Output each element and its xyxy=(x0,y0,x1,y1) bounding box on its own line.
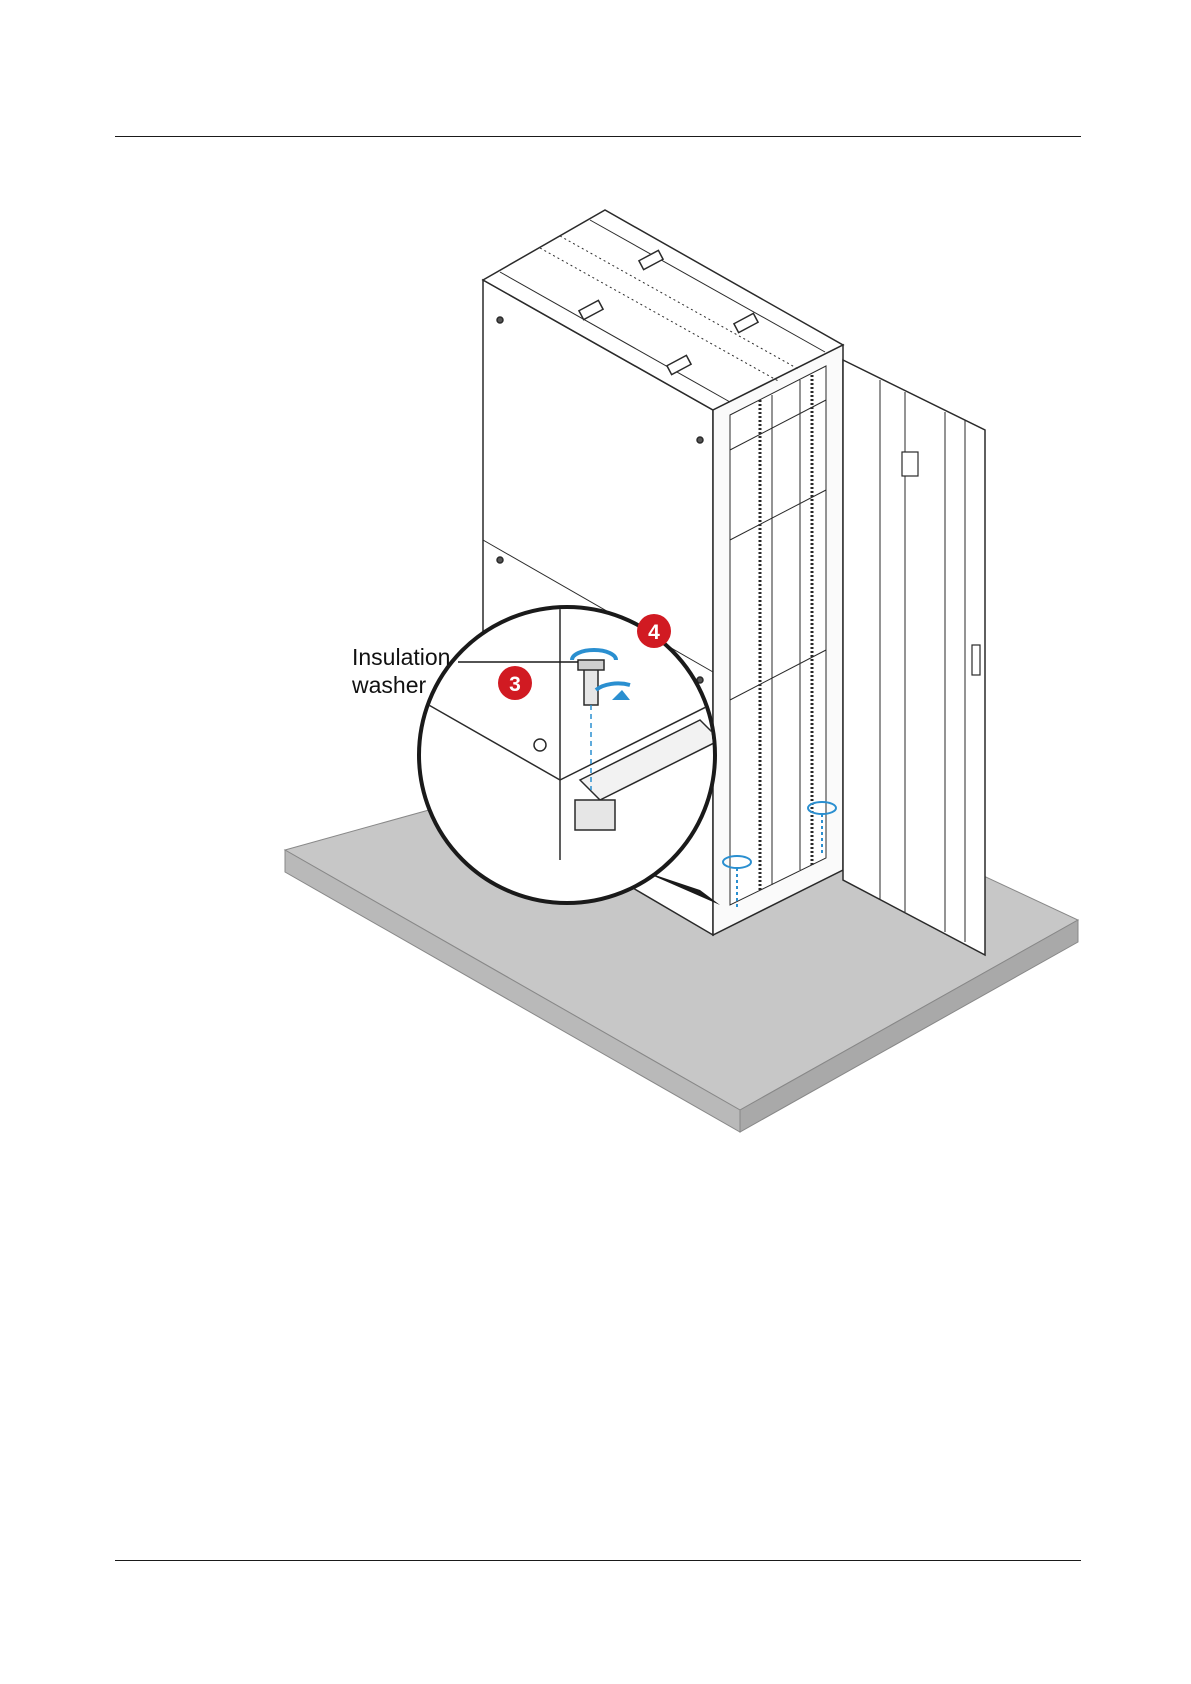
insulation-washer-label: Insulation washer xyxy=(352,643,450,699)
step-badge-4: 4 xyxy=(637,614,671,648)
step-badge-3: 3 xyxy=(498,666,532,700)
svg-text:3: 3 xyxy=(509,673,521,696)
callout-label-line1: Insulation xyxy=(352,643,450,671)
footer-rule xyxy=(115,1560,1081,1561)
svg-text:4: 4 xyxy=(648,621,660,644)
callout-label-line2: washer xyxy=(352,671,450,699)
cabinet-door xyxy=(843,360,985,955)
